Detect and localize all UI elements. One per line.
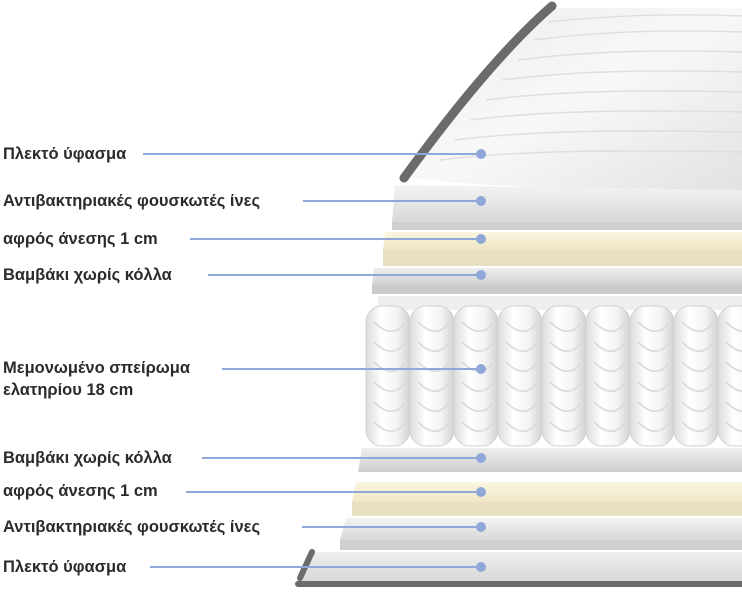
label-lower-cotton: Βαμβάκι χωρίς κόλλα (3, 449, 172, 467)
label-bottom-knitted-fabric: Πλεκτό ύφασμα (3, 558, 127, 576)
label-top-knitted-fabric: Πλεκτό ύφασμα (3, 145, 127, 163)
spring-pocket (497, 305, 543, 447)
label-pocket-springs-line2: ελατηρίου 18 cm (3, 381, 134, 399)
leader-dot (476, 196, 486, 206)
lower-foam-layer (352, 482, 742, 516)
label-upper-foam: αφρός άνεσης 1 cm (3, 230, 158, 248)
label-pocket-springs: Μεμονωμένο σπείρωμα ελατηρίου 18 cm (3, 357, 190, 401)
leader-dot (476, 364, 486, 374)
spring-pocket (541, 305, 587, 447)
leader-dot (476, 487, 486, 497)
leader-dot (476, 453, 486, 463)
label-lower-foam: αφρός άνεσης 1 cm (3, 482, 158, 500)
pocket-spring-layer (365, 296, 742, 447)
label-upper-cotton: Βαμβάκι χωρίς κόλλα (3, 266, 172, 284)
lower-cotton-layer (358, 448, 742, 472)
label-pocket-springs-line1: Μεμονωμένο σπείρωμα (3, 359, 190, 377)
label-upper-fiber: Αντιβακτηριακές φουσκωτές ίνες (3, 192, 261, 210)
leader-lines (143, 149, 486, 572)
label-lower-fiber: Αντιβακτηριακές φουσκωτές ίνες (3, 518, 261, 536)
upper-fiber-layer (392, 185, 742, 230)
upper-foam-layer (383, 232, 742, 266)
spring-pocket (585, 305, 631, 447)
upper-cotton-layer (372, 268, 742, 294)
spring-pocket (453, 305, 499, 447)
spring-pocket (365, 305, 411, 447)
spring-pocket (629, 305, 675, 447)
top-knitted-fabric-layer (399, 1, 742, 190)
lower-fiber-layer (340, 518, 742, 550)
bottom-knitted-fabric-layer (295, 549, 742, 587)
spring-pocket (409, 305, 455, 447)
spring-pocket (717, 305, 742, 447)
leader-dot (476, 522, 486, 532)
leader-dot (476, 270, 486, 280)
leader-dot (476, 234, 486, 244)
leader-dot (476, 149, 486, 159)
leader-dot (476, 562, 486, 572)
spring-pocket (673, 305, 719, 447)
